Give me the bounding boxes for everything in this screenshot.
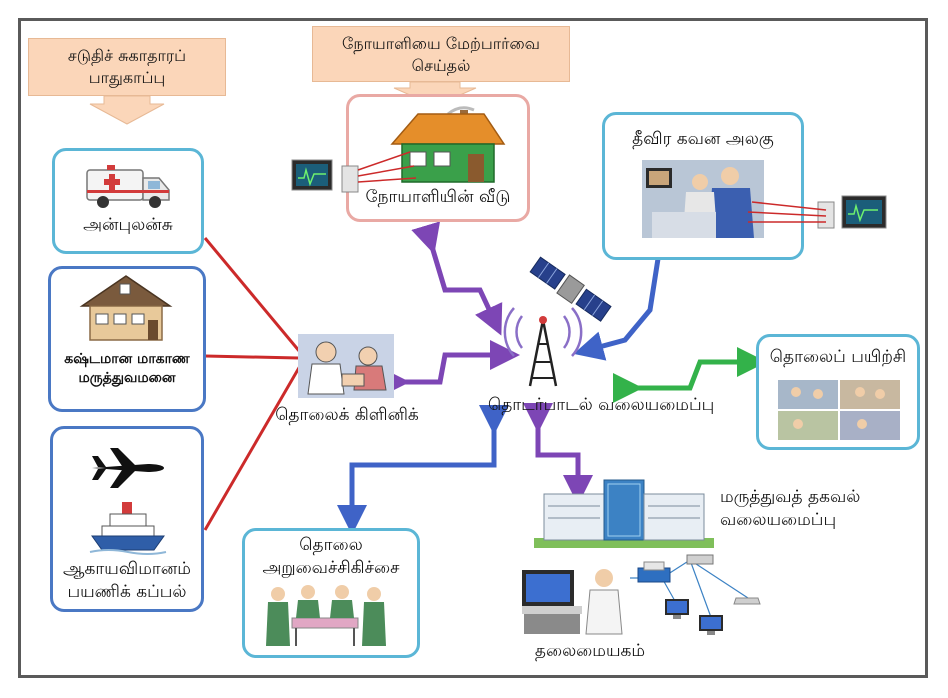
node-aircraft-ship-line2: பயணிக் கப்பல் <box>67 581 187 602</box>
node-network-label: தொடர்பாடல் வலையமைப்பு <box>488 395 715 415</box>
monitor-icon <box>291 159 359 193</box>
hospital-building-icon <box>534 479 714 548</box>
doctor-icon <box>522 569 623 635</box>
arrow-clinic-network <box>380 340 520 397</box>
node-remote-hospital-line2: மருத்துவமனை <box>78 369 176 386</box>
computer-icon <box>699 615 723 635</box>
node-medical-info-label: மருத்துவத் தகவல் வலையமைப்பு <box>720 486 890 532</box>
node-aircraft-ship-label: ஆகாயவிமானம் பயணிக் கப்பல் <box>50 558 204 604</box>
computer-icon <box>733 597 761 605</box>
node-medical-info-line1: மருத்துவத் தகவல் <box>720 487 861 507</box>
icu-photo-icon <box>642 160 764 238</box>
callout-patient-monitoring-line2: செய்தல் <box>411 55 471 75</box>
node-icu-label: தீவிர கவன அலகு <box>632 129 774 149</box>
node-remote-hospital-label: கஷ்டமான மாகாண மருத்துவமனை <box>48 350 206 388</box>
arrow-icu-network <box>573 228 678 361</box>
node-ambulance-label: அன்புலன்சு <box>83 215 173 235</box>
node-telesurgery-line2: அறுவைச்சிகிச்சை <box>262 557 400 578</box>
training-photo-icon <box>778 380 900 440</box>
node-ambulance <box>52 148 204 254</box>
callout-community-health: சடுதிச் சுகாதாரப் பாதுகாப்பு <box>28 38 226 96</box>
line-aircraft-clinic <box>203 365 302 531</box>
printer-icon <box>686 554 714 565</box>
callout-patient-monitoring-line1: நோயாளியை மேற்பார்வை <box>342 34 540 53</box>
arrow-network-surgery <box>337 405 509 535</box>
node-aircraft-ship-line1: ஆகாயவிமானம் <box>63 559 191 579</box>
surgeons-icon <box>266 585 386 646</box>
callout-patient-monitoring: நோயாளியை மேற்பார்வை செய்தல் <box>312 26 570 82</box>
node-headquarters-label: தலைமையகம் <box>534 641 646 661</box>
ship-icon <box>89 502 167 555</box>
nurse-patient-icon <box>298 334 394 398</box>
airplane-icon <box>92 448 164 488</box>
computer-icon <box>665 599 689 619</box>
house-icon <box>390 106 506 183</box>
line-hospital-clinic <box>204 354 299 360</box>
ambulance-icon <box>86 165 170 208</box>
node-teleclinic-label: தொலைக் கிளினிக் <box>275 405 419 425</box>
node-telesurgery-line1: தொலை <box>299 535 363 555</box>
satellite-icon <box>529 256 612 322</box>
node-tele-training-label: தொலைப் பயிற்சி <box>769 347 907 367</box>
arrow-home-network <box>411 221 503 336</box>
callout-community-health-line2: பாதுகாப்பு <box>88 67 166 87</box>
node-patient-home-label: நோயாளியின் வீடு <box>365 187 511 207</box>
house-icon <box>79 275 173 341</box>
node-remote-hospital-line1: கஷ்டமான மாகாண <box>64 351 190 367</box>
callout-arrow-left <box>89 95 165 125</box>
monitor-icon <box>817 195 887 229</box>
printer-icon <box>637 561 671 583</box>
callout-community-health-line1: சடுதிச் சுகாதாரப் <box>67 46 187 65</box>
node-telesurgery-label: தொலை அறுவைச்சிகிச்சை <box>242 534 420 580</box>
line-ambulance-clinic <box>203 237 302 353</box>
arrow-network-medical <box>523 403 593 505</box>
node-medical-info-line2: வலையமைப்பு <box>720 509 837 530</box>
antenna-tower-icon <box>503 307 583 387</box>
arrow-network-training <box>613 347 767 403</box>
